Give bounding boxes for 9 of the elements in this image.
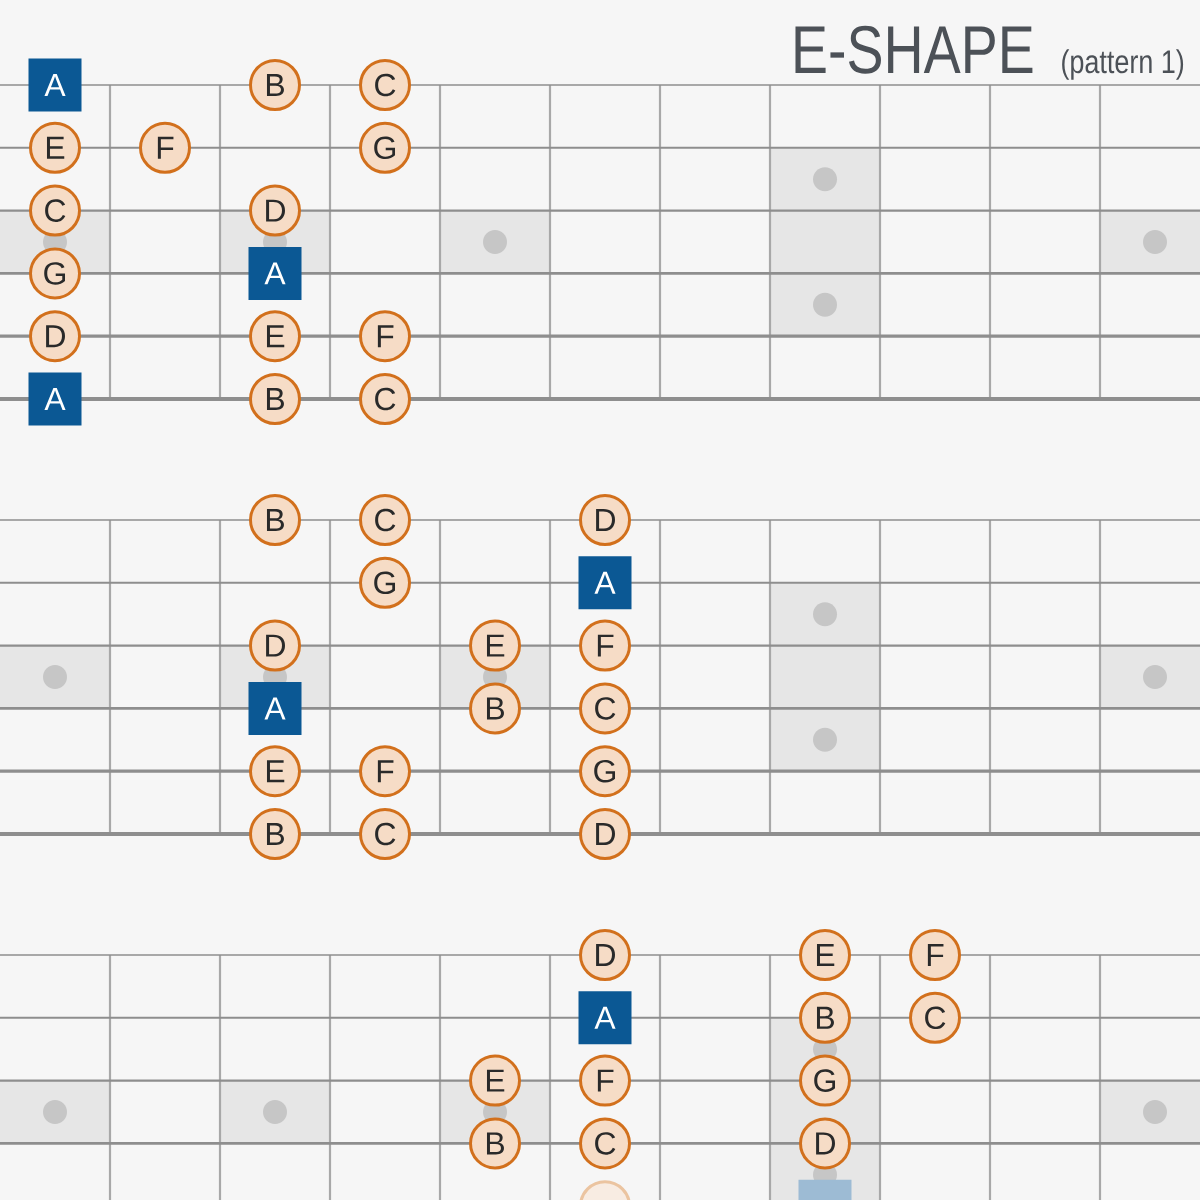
subtitle: (pattern 1) (1062, 49, 1184, 80)
note-square: A (248, 246, 302, 300)
title: E-SHAPE (795, 25, 1033, 74)
note-square: A (28, 372, 82, 426)
note-square: A (578, 991, 632, 1045)
note-square: A (248, 681, 302, 735)
note-square: A (578, 556, 632, 610)
note-square: A (28, 58, 82, 112)
note-circle (579, 1180, 631, 1200)
